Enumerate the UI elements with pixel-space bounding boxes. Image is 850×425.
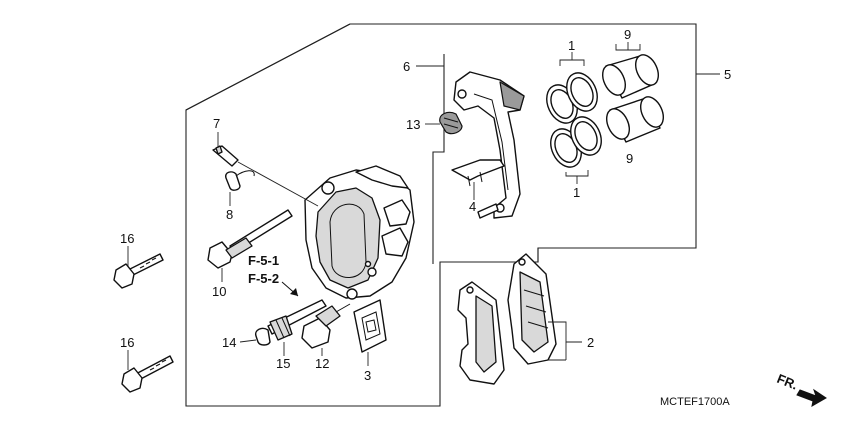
pin-bolt [207,209,293,269]
bleed-screw [212,145,319,207]
caliper-mount-bolt-upper [113,253,164,289]
retainer-clip [451,159,505,187]
callout-15: 15 [276,356,290,371]
bracket-boot [439,111,463,135]
brake-pad-inner [457,281,505,385]
callout-1-lower: 1 [573,185,580,200]
piston-seals [546,72,602,168]
callout-8: 8 [226,207,233,222]
callout-5: 5 [724,67,731,82]
pad-spring [353,299,387,353]
callout-9-lower: 9 [626,151,633,166]
callout-9-upper: 9 [624,27,631,42]
callout-2: 2 [587,335,594,350]
caliper-bracket [453,71,525,219]
caliper-body [304,165,415,300]
main-assembly-frame-diag [185,23,351,111]
callout-7: 7 [213,116,220,131]
callout-6: 6 [403,59,410,74]
reference-arrow [281,281,299,297]
callout-1-upper: 1 [568,38,575,53]
direction-label: FR. [775,371,800,393]
caliper-mount-bolt-lower [121,355,174,393]
callout-14: 14 [222,335,236,350]
front-arrow-icon [796,388,827,407]
callout-10: 10 [212,284,226,299]
pin-boot [255,327,271,346]
pistons [601,54,665,143]
slide-pin [267,299,327,341]
callout-16-upper: 16 [120,231,134,246]
callout-13: 13 [406,117,420,132]
mounting-bolt [301,303,351,349]
callout-12: 12 [315,356,329,371]
callout-3: 3 [364,368,371,383]
bracket-group-frame [432,54,445,264]
leader-lines [127,42,720,370]
reference-label-f51: F-5-1 [248,253,279,268]
pad-set-frame [440,248,539,263]
front-direction-indicator: FR. [775,371,827,407]
callout-16-lower: 16 [120,335,134,350]
callout-4: 4 [469,199,476,214]
bleed-cap [224,170,255,191]
diagram-code: MCTEF1700A [660,396,730,408]
brake-pad-outer [507,253,557,365]
reference-label-f52: F-5-2 [248,271,279,286]
